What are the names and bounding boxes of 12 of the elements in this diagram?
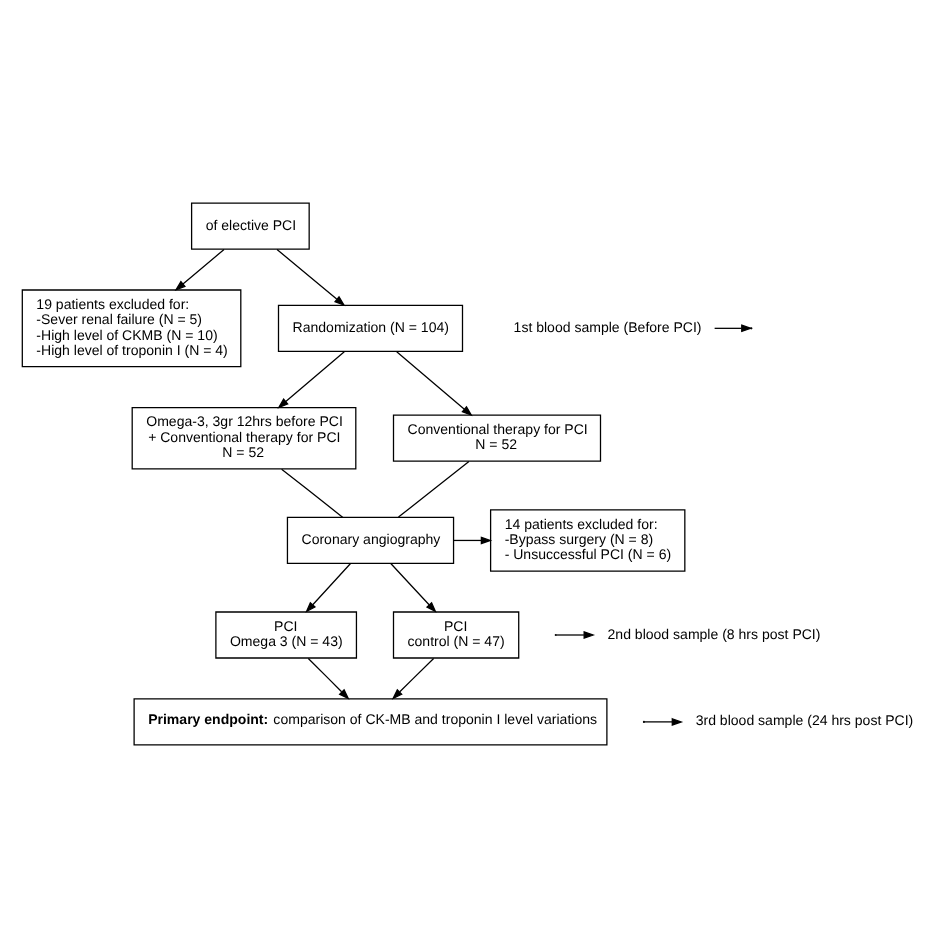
arrow — [174, 248, 225, 291]
arrow — [305, 562, 352, 613]
arrow — [276, 248, 346, 307]
arrow — [390, 562, 437, 613]
arrow — [453, 536, 493, 545]
connector — [281, 468, 344, 519]
connector — [397, 461, 470, 518]
arrow — [307, 657, 350, 700]
arrow — [391, 657, 435, 700]
arrow — [396, 351, 473, 417]
arrow — [643, 717, 684, 726]
arrow — [277, 351, 345, 409]
